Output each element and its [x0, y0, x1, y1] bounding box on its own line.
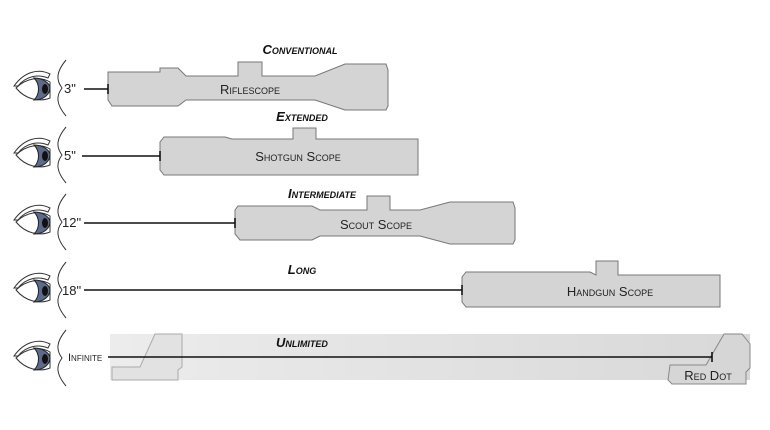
row-unlimited: Unlimited Infinite Red Dot	[14, 330, 751, 386]
scope-label: Shotgun Scope	[255, 149, 340, 164]
row-extended: Extended 5" Shotgun Scope	[14, 109, 419, 183]
riflescope-shape	[107, 61, 389, 111]
red-dot-front-housing	[667, 333, 751, 385]
eye-relief-distance: 18"	[62, 283, 81, 298]
scout-scope-shape	[234, 195, 516, 245]
category-title: Conventional	[263, 42, 338, 57]
eye-icon	[14, 60, 66, 116]
eye-icon	[14, 127, 66, 183]
scope-label: Riflescope	[220, 82, 280, 97]
scope-label: Scout Scope	[340, 217, 412, 232]
eye-icon	[14, 194, 66, 250]
row-intermediate: Intermediate 12" Scout Scope	[14, 186, 516, 250]
handgun-scope-shape	[461, 260, 721, 308]
eye-icon	[14, 262, 66, 318]
eye-relief-distance: Infinite	[68, 352, 102, 364]
row-conventional: Conventional 3" Riflescope	[14, 42, 389, 116]
eye-icon	[14, 330, 66, 386]
category-title: Extended	[276, 109, 328, 124]
eye-relief-distance: 12"	[62, 215, 81, 230]
category-title: Long	[288, 262, 316, 277]
scope-label: Red Dot	[684, 368, 732, 383]
category-title: Unlimited	[276, 335, 328, 350]
eye-relief-distance: 3"	[64, 81, 76, 96]
row-long: Long 18" Handgun Scope	[14, 260, 721, 318]
scope-label: Handgun Scope	[567, 284, 653, 299]
eye-relief-distance: 5"	[64, 148, 76, 163]
category-title: Intermediate	[288, 186, 357, 201]
shotgun-scope-shape	[159, 127, 419, 176]
